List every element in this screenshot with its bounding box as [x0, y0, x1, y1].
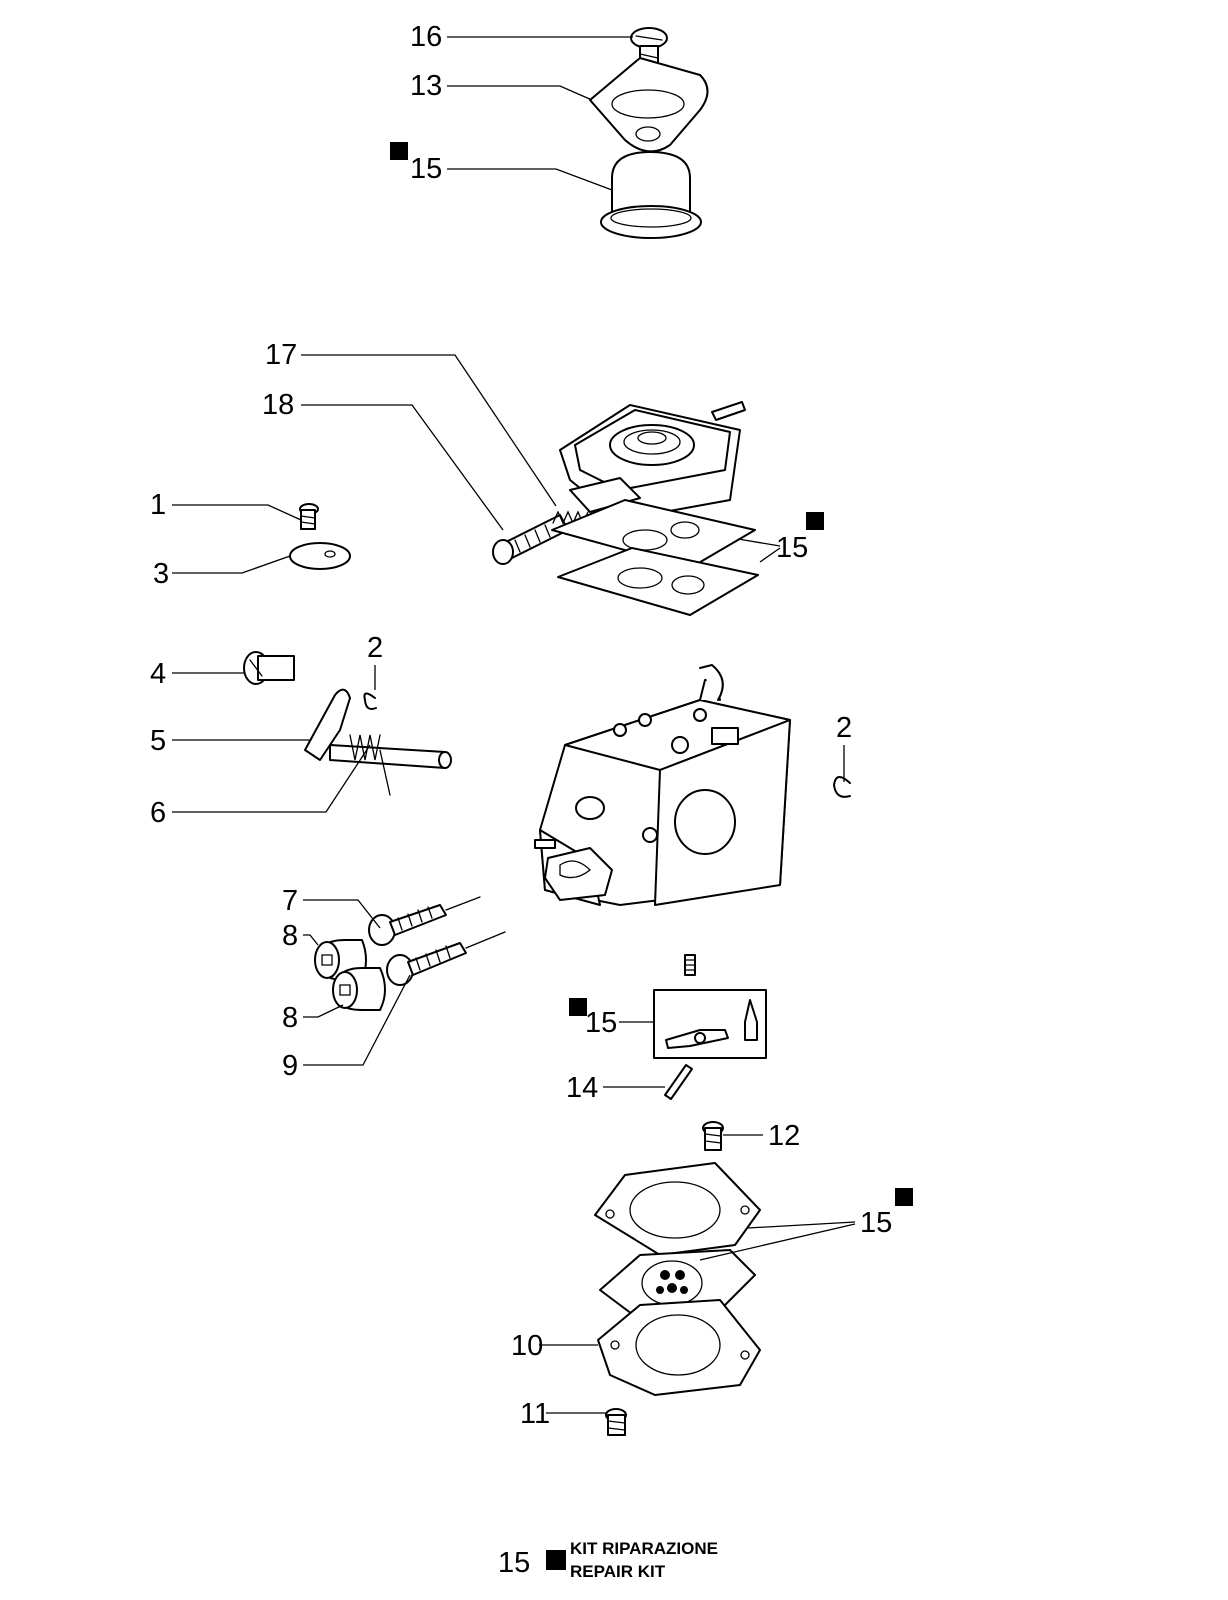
part-13-primer-flange: [589, 57, 709, 153]
part-7-needle-screw: [368, 896, 481, 946]
callout-2-right: 2: [836, 712, 852, 744]
repair-kit-marker: [806, 512, 824, 530]
callout-9: 9: [282, 1050, 298, 1082]
callout-15-lower-gaskets: 15: [860, 1207, 892, 1239]
callout-15-needle-kit: 15: [585, 1007, 617, 1039]
callout-17: 17: [265, 339, 297, 371]
part-11-screw: [605, 1408, 627, 1436]
callout-15-primer: 15: [410, 153, 442, 185]
callout-7: 7: [282, 885, 298, 917]
callout-14: 14: [566, 1072, 598, 1104]
callout-3: 3: [153, 558, 169, 590]
callout-8-lower: 8: [282, 1002, 298, 1034]
part-5-throttle-lever: [304, 688, 452, 769]
legend-marker: [546, 1550, 566, 1570]
part-3-plate: [289, 542, 351, 570]
part-14-pin: [664, 1064, 693, 1100]
part-8-limiter-cap-lower: [332, 967, 386, 1011]
part-15-pump-gaskets: [551, 499, 759, 616]
part-spring-small: [684, 954, 696, 976]
part-9-needle-screw: [386, 931, 506, 986]
part-2-clip-left: [363, 692, 377, 710]
pump-cover: [559, 401, 746, 521]
part-6-spring: [349, 734, 391, 796]
repair-kit-marker: [390, 142, 408, 160]
callout-8-upper: 8: [282, 920, 298, 952]
callout-2-left: 2: [367, 632, 383, 664]
callout-15-pump-gaskets: 15: [776, 532, 808, 564]
callout-4: 4: [150, 658, 166, 690]
callout-1: 1: [150, 489, 166, 521]
part-4-screw: [243, 651, 295, 685]
callout-18: 18: [262, 389, 294, 421]
callout-11: 11: [520, 1398, 550, 1430]
part-12-screw: [702, 1121, 724, 1151]
part-10-cover: [597, 1299, 761, 1396]
callout-6: 6: [150, 797, 166, 829]
legend-line-italian: KIT RIPARAZIONE: [570, 1539, 718, 1558]
part-18-screw: [492, 514, 569, 565]
carburetor-body: [534, 664, 791, 906]
callout-13: 13: [410, 70, 442, 102]
legend-line-english: REPAIR KIT: [570, 1562, 666, 1581]
callout-5: 5: [150, 725, 166, 757]
callout-10: 10: [511, 1330, 543, 1362]
part-15-primer-bulb: [600, 151, 702, 239]
repair-kit-marker: [895, 1188, 913, 1206]
part-2-clip-right: [833, 776, 851, 798]
legend-number: 15: [498, 1547, 530, 1579]
repair-kit-marker: [569, 998, 587, 1016]
leader-lines: [172, 36, 856, 1414]
legend: 15 KIT RIPARAZIONE REPAIR KIT: [498, 1539, 718, 1581]
part-1-screw: [299, 503, 319, 530]
callout-12: 12: [768, 1120, 800, 1152]
callout-16: 16: [410, 21, 442, 53]
part-15-needle-kit-box: [653, 989, 767, 1059]
part-15-lower-gasket-upper: [594, 1162, 761, 1256]
